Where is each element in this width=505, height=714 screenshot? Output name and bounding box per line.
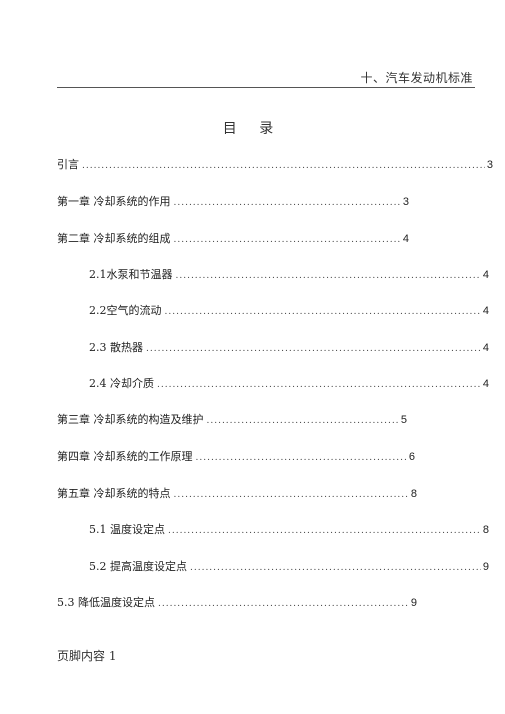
toc-entry-chapter-4[interactable]: 第四章 冷却系统的工作原理 ..........................… — [57, 448, 415, 464]
toc-page-number: 4 — [482, 378, 489, 390]
toc-leader-dots: ........................................… — [173, 490, 409, 500]
toc-page-number: 4 — [482, 269, 489, 281]
toc-entry-label: 第二章 冷却系统的组成 — [57, 232, 171, 245]
toc-entry-label: 第五章 冷却系统的特点 — [57, 487, 171, 500]
toc-page-number: 8 — [410, 488, 417, 500]
toc-entry-label: 第四章 冷却系统的工作原理 — [57, 450, 193, 463]
toc-entry-label: 5.2 提高温度设定点 — [89, 560, 187, 573]
toc-entry-5-1[interactable]: 5.1 温度设定点 ..............................… — [89, 521, 489, 537]
toc-leader-dots: ........................................… — [195, 453, 407, 463]
toc-entry-5-2[interactable]: 5.2 提高温度设定点 ............................… — [89, 558, 489, 574]
toc-entry-label: 2.2空气的流动 — [89, 304, 162, 317]
toc-entry-chapter-3[interactable]: 第三章 冷却系统的构造及维护 .........................… — [57, 411, 407, 427]
toc-entry-chapter-1[interactable]: 第一章 冷却系统的作用 ............................… — [57, 193, 409, 209]
toc-page-number: 8 — [482, 524, 489, 536]
toc-entry-chapter-5[interactable]: 第五章 冷却系统的特点 ............................… — [57, 485, 417, 501]
toc-leader-dots: ........................................… — [173, 198, 401, 208]
toc-page-number: 9 — [482, 561, 489, 573]
page-footer: 页脚内容 1 — [57, 649, 117, 663]
toc-entry-label: 2.4 冷却介质 — [89, 377, 154, 390]
header-divider — [57, 87, 475, 88]
toc-entry-5-3[interactable]: 5.3 降低温度设定点 ............................… — [57, 594, 417, 610]
toc-page-number: 4 — [482, 342, 489, 354]
toc-page-number: 5 — [400, 414, 407, 426]
toc-leader-dots: ........................................… — [175, 271, 481, 281]
toc-page-number: 6 — [408, 451, 415, 463]
toc-leader-dots: ........................................… — [190, 563, 481, 573]
toc-page-number: 9 — [410, 597, 417, 609]
toc-entry-intro[interactable]: 引言 .....................................… — [57, 156, 493, 172]
toc-page-number: 3 — [486, 159, 493, 171]
toc-entry-chapter-2[interactable]: 第二章 冷却系统的组成 ............................… — [57, 230, 409, 246]
toc-leader-dots: ........................................… — [164, 307, 481, 317]
toc-entry-label: 2.3 散热器 — [89, 341, 143, 354]
toc-leader-dots: ........................................… — [168, 526, 481, 536]
toc-entry-label: 5.1 温度设定点 — [89, 523, 165, 536]
toc-leader-dots: ........................................… — [158, 599, 409, 609]
toc-entry-2-3[interactable]: 2.3 散热器 ................................… — [89, 339, 489, 355]
toc-page-number: 3 — [402, 196, 409, 208]
toc-leader-dots: ........................................… — [206, 416, 399, 426]
toc-leader-dots: ........................................… — [173, 235, 401, 245]
toc-entry-label: 2.1水泵和节温器 — [89, 268, 173, 281]
toc-entry-label: 5.3 降低温度设定点 — [57, 596, 155, 609]
page-title: 目 录 — [222, 121, 283, 137]
toc-leader-dots: ........................................… — [157, 380, 481, 390]
toc-entry-2-1[interactable]: 2.1水泵和节温器 ..............................… — [89, 266, 489, 282]
toc-page-number: 4 — [402, 233, 409, 245]
toc-entry-2-4[interactable]: 2.4 冷却介质 ...............................… — [89, 375, 489, 391]
toc-page-number: 4 — [482, 305, 489, 317]
toc-entry-2-2[interactable]: 2.2空气的流动 ...............................… — [89, 302, 489, 318]
page-header: 十、汽车发动机标准 — [360, 71, 473, 85]
toc-leader-dots: ........................................… — [82, 161, 485, 171]
toc-entry-label: 引言 — [57, 158, 79, 171]
toc-entry-label: 第一章 冷却系统的作用 — [57, 195, 171, 208]
toc-leader-dots: ........................................… — [146, 344, 481, 354]
toc-entry-label: 第三章 冷却系统的构造及维护 — [57, 413, 204, 426]
